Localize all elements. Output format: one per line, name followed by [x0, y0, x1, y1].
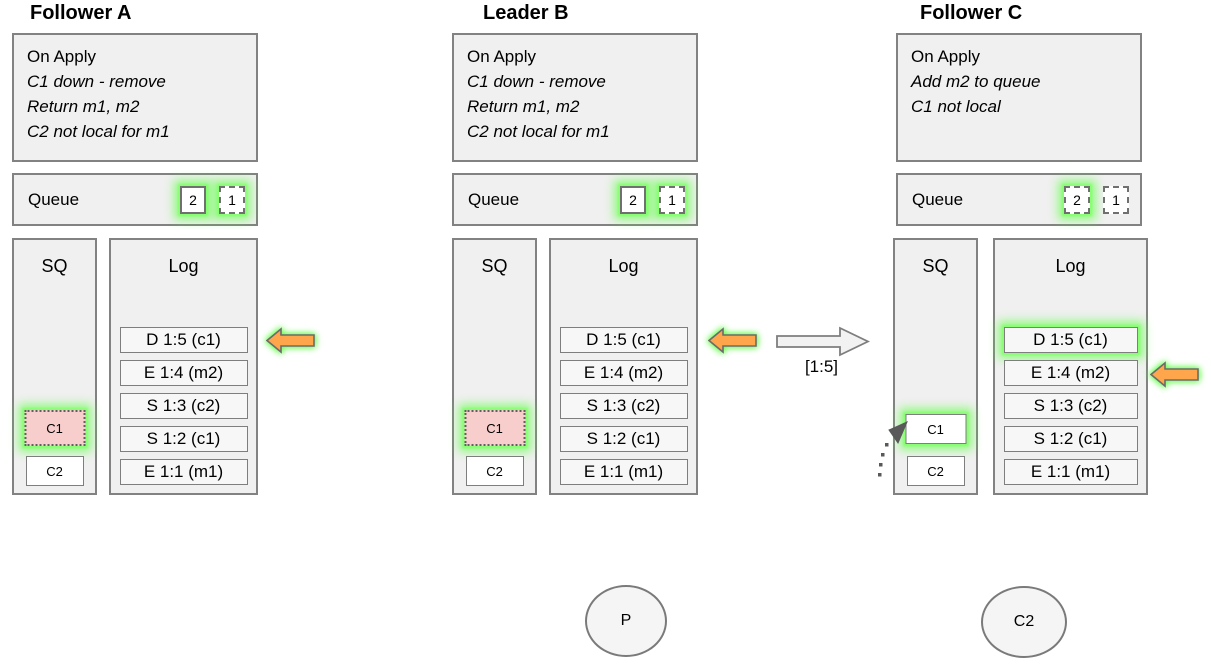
on-apply-line: Return m1, m2 — [467, 97, 580, 116]
sq-box: SQ C1 C2 — [452, 238, 537, 495]
on-apply-line: C1 not local — [911, 97, 1001, 116]
log-entry: S 1:3 (c2) — [559, 393, 688, 419]
on-apply-line: C1 down - remove — [27, 72, 166, 91]
apply-pointer-arrow-c-icon — [1150, 361, 1199, 388]
log-box: Log D 1:5 (c1) E 1:4 (m2) S 1:3 (c2) S 1… — [993, 238, 1148, 495]
sq-box: SQ C1 C2 — [12, 238, 97, 495]
log-entry: D 1:5 (c1) — [559, 327, 688, 353]
panel-title: Leader B — [483, 2, 569, 24]
apply-pointer-arrow-b-icon — [708, 327, 757, 354]
sq-label: SQ — [481, 256, 508, 276]
log-entries: D 1:5 (c1) E 1:4 (m2) S 1:3 (c2) S 1:2 (… — [551, 327, 696, 485]
log-entry: S 1:3 (c2) — [1003, 393, 1138, 419]
sq-item-c1: C1 — [905, 414, 966, 444]
queue-item-2: 2 — [620, 185, 646, 214]
on-apply-line: C2 not local for m1 — [27, 122, 170, 141]
log-label: Log — [168, 256, 199, 276]
c1-dotted-arrow-icon — [878, 421, 908, 477]
sq-item-c1: C1 — [464, 410, 525, 446]
log-entries: D 1:5 (c1) E 1:4 (m2) S 1:3 (c2) S 1:2 (… — [111, 327, 256, 485]
queue-item-2: 2 — [180, 185, 206, 214]
log-entry: E 1:1 (m1) — [119, 459, 248, 485]
on-apply-box: On Apply Add m2 to queue C1 not local — [896, 33, 1142, 162]
queue-item-1: 1 — [219, 185, 245, 214]
on-apply-heading: On Apply — [467, 47, 536, 66]
sq-label: SQ — [922, 256, 949, 276]
log-label: Log — [1055, 256, 1086, 276]
replication-range-label: [1:5] — [804, 357, 839, 376]
log-entry: S 1:2 (c1) — [1003, 426, 1138, 452]
process-node-p: P — [585, 585, 667, 657]
panel-leader-b: Leader B On Apply C1 down - remove Retur… — [452, 0, 698, 500]
sq-item-c1: C1 — [24, 410, 85, 446]
log-entry: D 1:5 (c1) — [1003, 327, 1138, 353]
log-entry: E 1:1 (m1) — [1003, 459, 1138, 485]
sq-item-c2: C2 — [25, 456, 84, 486]
queue-box: Queue 2 1 — [452, 173, 698, 226]
panel-title: Follower A — [30, 2, 132, 24]
log-box: Log D 1:5 (c1) E 1:4 (m2) S 1:3 (c2) S 1… — [109, 238, 258, 495]
on-apply-heading: On Apply — [911, 47, 980, 66]
log-entry: S 1:2 (c1) — [119, 426, 248, 452]
log-box: Log D 1:5 (c1) E 1:4 (m2) S 1:3 (c2) S 1… — [549, 238, 698, 495]
queue-item-1: 1 — [659, 185, 685, 214]
log-entry: E 1:4 (m2) — [119, 360, 248, 386]
on-apply-box: On Apply C1 down - remove Return m1, m2 … — [452, 33, 698, 162]
sq-label: SQ — [41, 256, 68, 276]
sq-item-c2: C2 — [465, 456, 524, 486]
on-apply-line: C2 not local for m1 — [467, 122, 610, 141]
panel-title: Follower C — [920, 2, 1023, 24]
log-entries: D 1:5 (c1) E 1:4 (m2) S 1:3 (c2) S 1:2 (… — [995, 327, 1146, 485]
queue-label: Queue — [28, 189, 80, 209]
on-apply-line: Add m2 to queue — [911, 72, 1041, 91]
queue-label: Queue — [468, 189, 520, 209]
log-entry: E 1:4 (m2) — [1003, 360, 1138, 386]
panel-follower-c: Follower C On Apply Add m2 to queue C1 n… — [893, 0, 1148, 500]
log-entry: S 1:3 (c2) — [119, 393, 248, 419]
queue-items: 2 1 — [1064, 185, 1129, 214]
queue-items: 2 1 — [620, 185, 685, 214]
queue-item-1: 1 — [1103, 185, 1129, 214]
queue-items: 2 1 — [180, 185, 245, 214]
log-entry: E 1:4 (m2) — [559, 360, 688, 386]
on-apply-line: C1 down - remove — [467, 72, 606, 91]
on-apply-heading: On Apply — [27, 47, 96, 66]
sq-item-c2: C2 — [906, 456, 965, 486]
queue-box: Queue 2 1 — [12, 173, 258, 226]
replication-arrow-icon — [776, 326, 870, 357]
sq-box: SQ C1 C2 — [893, 238, 978, 495]
queue-item-2: 2 — [1064, 185, 1090, 214]
log-entry: E 1:1 (m1) — [559, 459, 688, 485]
log-entry: D 1:5 (c1) — [119, 327, 248, 353]
process-node-c2: C2 — [981, 586, 1067, 658]
apply-pointer-arrow-a-icon — [266, 327, 315, 354]
queue-box: Queue 2 1 — [896, 173, 1142, 226]
on-apply-line: Return m1, m2 — [27, 97, 140, 116]
log-label: Log — [608, 256, 639, 276]
queue-label: Queue — [912, 189, 964, 209]
log-entry: S 1:2 (c1) — [559, 426, 688, 452]
on-apply-box: On Apply C1 down - remove Return m1, m2 … — [12, 33, 258, 162]
panel-follower-a: Follower A On Apply C1 down - remove Ret… — [12, 0, 258, 500]
